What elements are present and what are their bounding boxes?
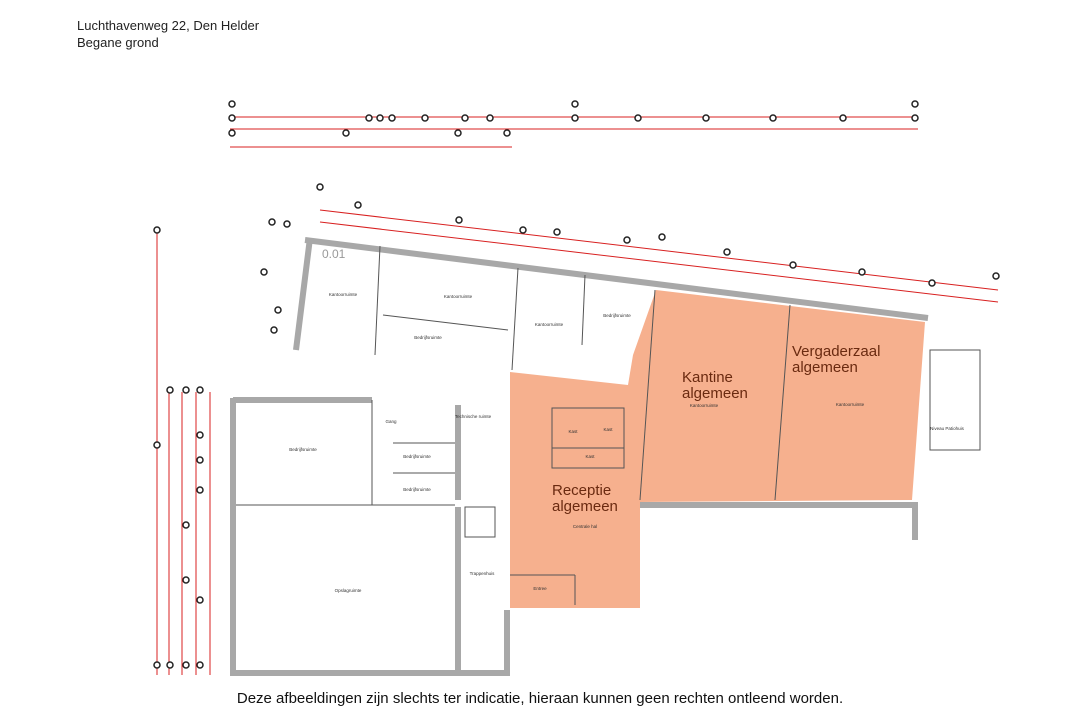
floor-title: Begane grond — [77, 35, 159, 50]
walls — [230, 237, 929, 676]
area-label-kantine-2: algemeen — [682, 385, 748, 402]
dimension-markers-side — [153, 183, 1000, 669]
room-label: Kantoorruimte — [329, 292, 358, 297]
room-label: Centrale hal — [573, 524, 597, 529]
dimension-markers-top — [228, 100, 919, 137]
room-label: Entree — [533, 586, 547, 591]
room-label: Opslagruimte — [335, 588, 362, 593]
room-label: Bedrijfsruimte — [403, 454, 431, 459]
room-label: Kast — [568, 429, 578, 434]
room-label: Bedrijfsruimte — [603, 313, 631, 318]
room-label: Kantoorruimte — [836, 402, 865, 407]
room-label: Bedrijfsruimte — [289, 447, 317, 452]
area-label-vergaderzaal: Vergaderzaal — [792, 343, 880, 360]
room-label: Niveau Patiohuis — [930, 426, 965, 431]
area-label-kantine: Kantine — [682, 369, 733, 386]
room-label: Bedrijfsruimte — [403, 487, 431, 492]
room-label: Kantoorruimte — [535, 322, 564, 327]
area-label-vergaderzaal-2: algemeen — [792, 359, 858, 376]
room-label: Gang — [385, 419, 397, 424]
room-label: Trappenhuis — [470, 571, 496, 576]
area-label-receptie-2: algemeen — [552, 498, 618, 515]
disclaimer: Deze afbeeldingen zijn slechts ter indic… — [236, 690, 844, 707]
room-label: Kast — [603, 427, 613, 432]
dimension-lines-slanted — [156, 209, 999, 675]
area-label-receptie: Receptie — [552, 482, 611, 499]
room-label: Kantoorruimte — [444, 294, 473, 299]
room-label: Bedrijfsruimte — [414, 335, 442, 340]
room-label: Kantoorruimte — [690, 403, 719, 408]
interior-walls — [236, 245, 981, 605]
room-label: Kast — [585, 454, 595, 459]
highlight-receptie[interactable] — [510, 290, 925, 608]
floor-code: 0.01 — [322, 247, 346, 261]
room-label: Technische ruimte — [455, 414, 492, 419]
address-title: Luchthavenweg 22, Den Helder — [77, 18, 260, 33]
